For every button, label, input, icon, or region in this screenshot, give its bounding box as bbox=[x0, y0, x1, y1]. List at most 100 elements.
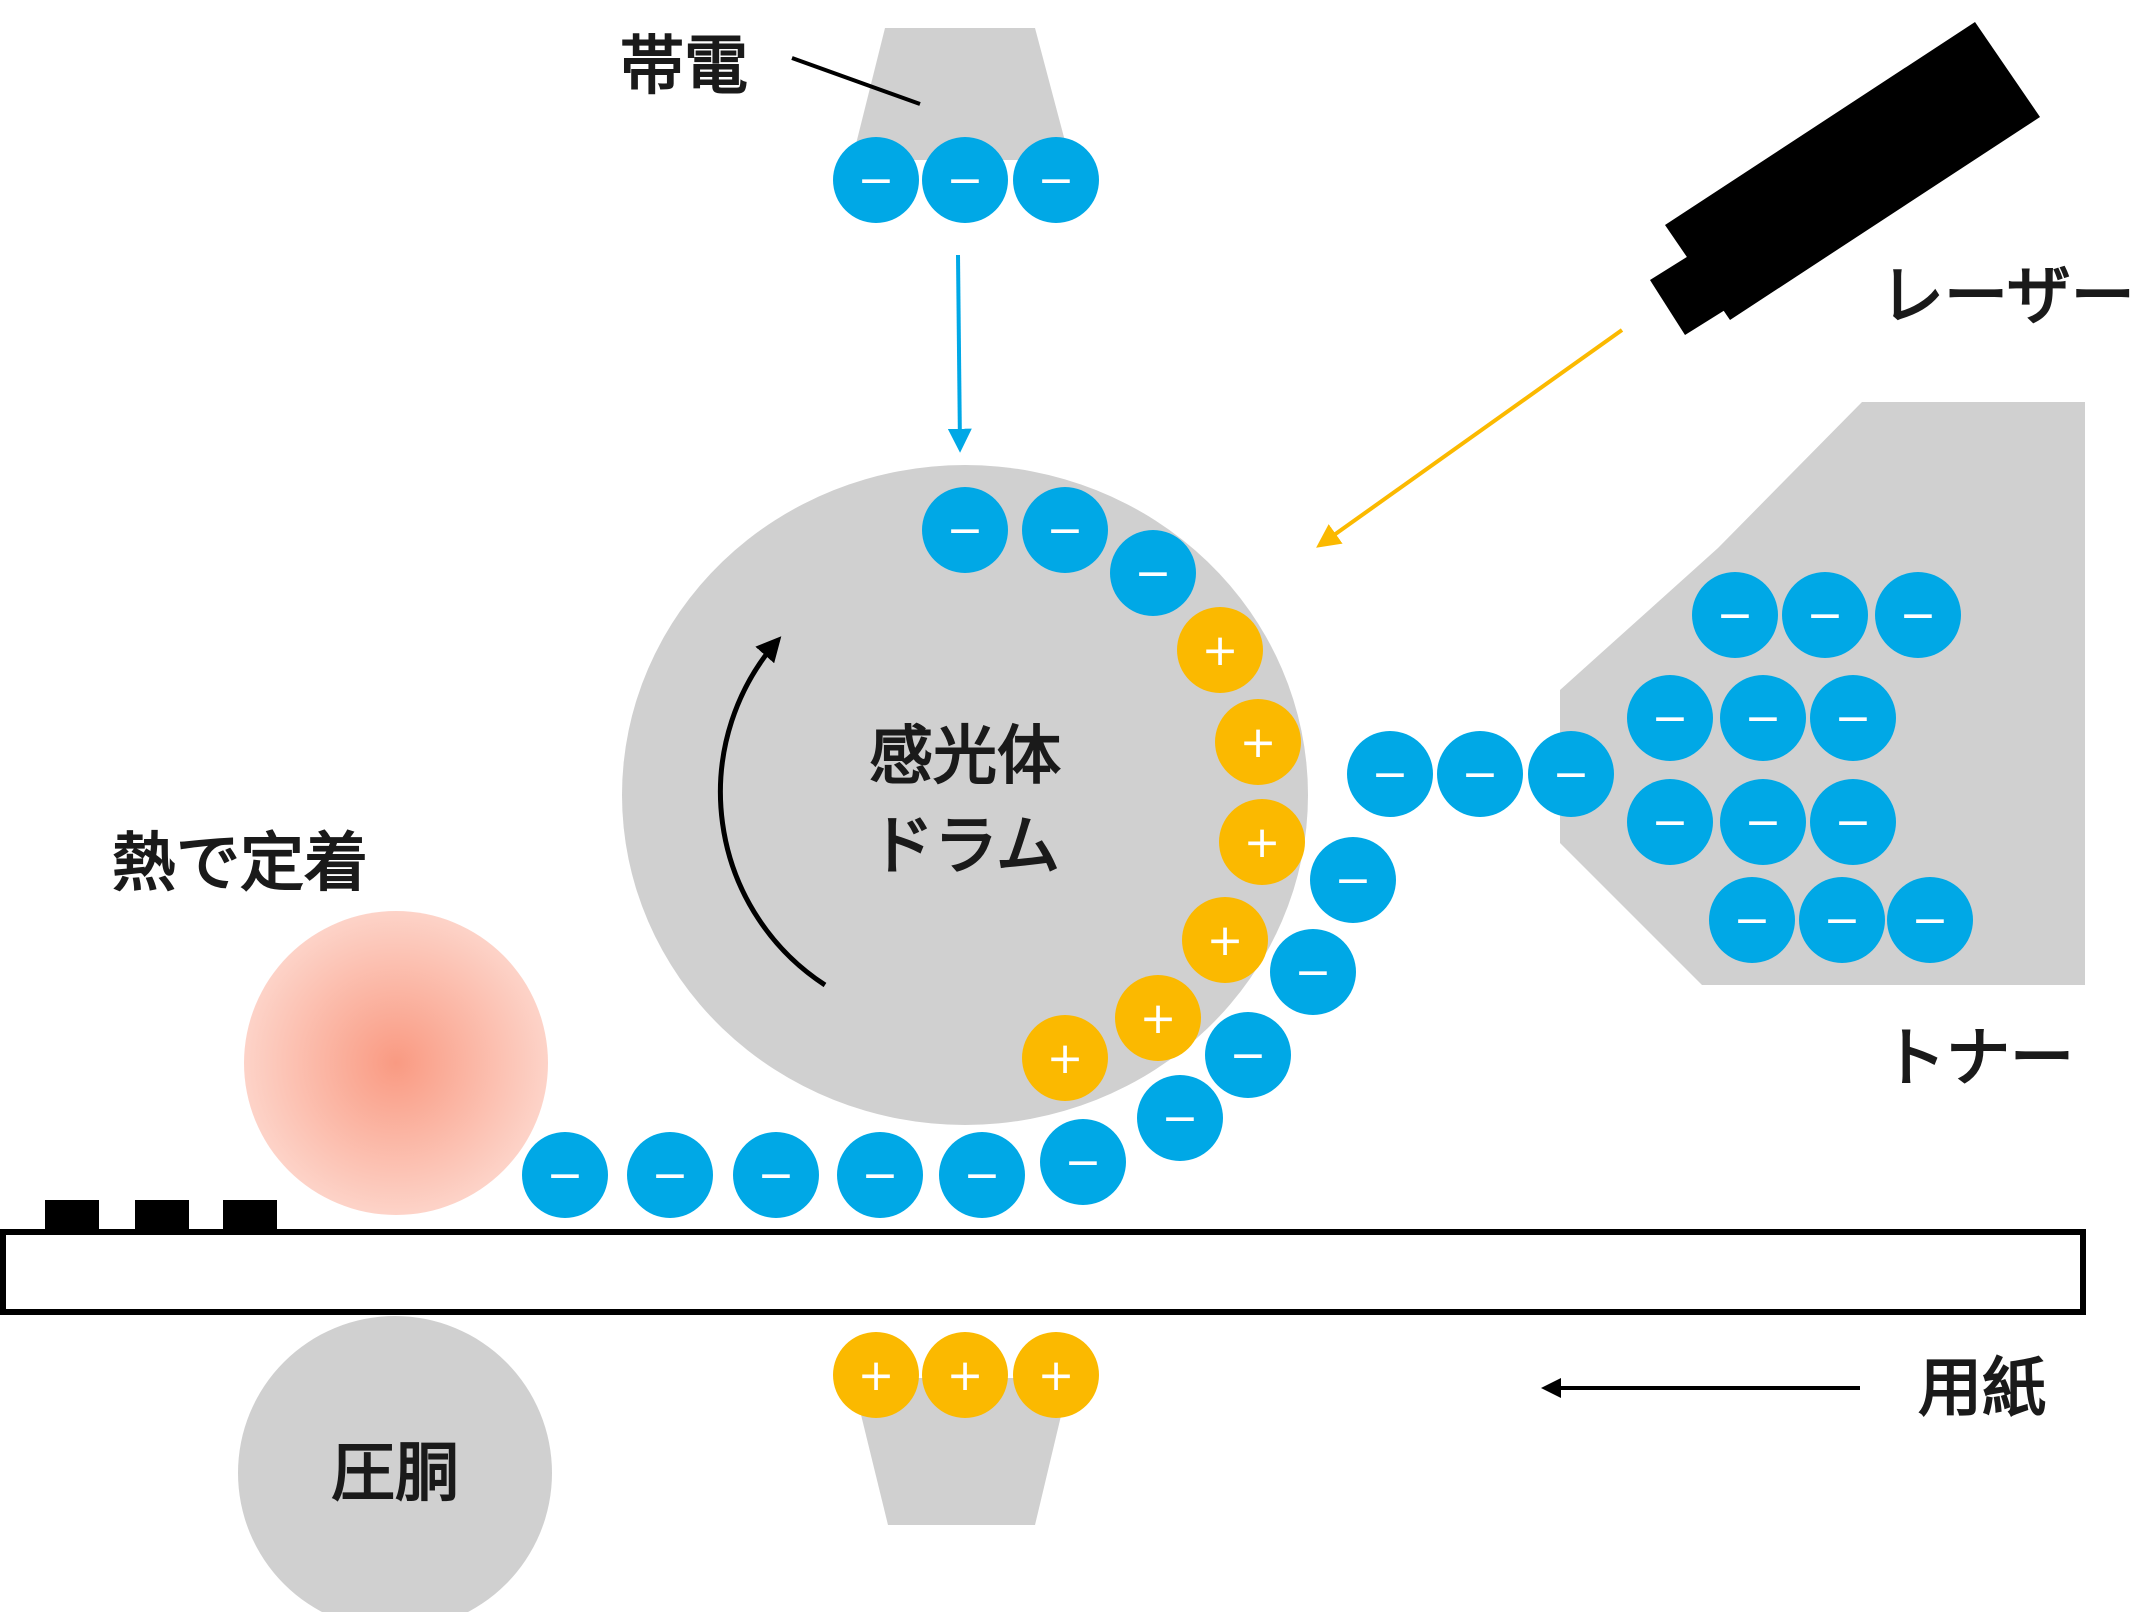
negative-sign: − bbox=[947, 505, 984, 556]
negative-sign: − bbox=[1038, 155, 1075, 206]
negative-charge-particle bbox=[1627, 675, 1713, 761]
positive-sign: + bbox=[1202, 625, 1239, 676]
fixed-toner-mark bbox=[135, 1200, 189, 1234]
negative-sign: − bbox=[1372, 749, 1409, 800]
charger-leader-line bbox=[791, 56, 921, 106]
negative-sign: − bbox=[1835, 693, 1872, 744]
negative-charge-particle bbox=[1875, 572, 1961, 658]
negative-sign: − bbox=[1745, 693, 1782, 744]
negative-sign: − bbox=[1652, 693, 1689, 744]
negative-sign: − bbox=[547, 1150, 584, 1201]
positive-sign: + bbox=[1244, 817, 1281, 868]
negative-sign: − bbox=[758, 1150, 795, 1201]
negative-charge-particle bbox=[1347, 731, 1433, 817]
positive-sign: + bbox=[858, 1350, 895, 1401]
negative-charge-particle bbox=[1799, 877, 1885, 963]
toner-label: トナー bbox=[1882, 1022, 2074, 1096]
drum-rotation-arrow bbox=[718, 636, 827, 988]
negative-sign: − bbox=[1295, 947, 1332, 998]
positive-charge-particle bbox=[922, 1332, 1008, 1418]
negative-sign: − bbox=[1553, 749, 1590, 800]
negative-charge-particle bbox=[627, 1132, 713, 1218]
positive-sign: + bbox=[1038, 1350, 1075, 1401]
negative-charge-particle bbox=[733, 1132, 819, 1218]
negative-sign: − bbox=[1734, 895, 1771, 946]
negative-charge-particle bbox=[1270, 929, 1356, 1015]
negative-sign: − bbox=[1824, 895, 1861, 946]
charging-arrow bbox=[947, 254, 972, 453]
positive-charge-particle bbox=[1177, 607, 1263, 693]
negative-sign: − bbox=[1652, 797, 1689, 848]
negative-sign: − bbox=[947, 155, 984, 206]
negative-charge-particle bbox=[922, 487, 1008, 573]
negative-sign: − bbox=[1835, 797, 1872, 848]
negative-charge-particle bbox=[1887, 877, 1973, 963]
positive-charge-particle bbox=[1022, 1015, 1108, 1101]
negative-sign: − bbox=[964, 1150, 1001, 1201]
fixing-label: 熱で定着 bbox=[112, 827, 368, 901]
negative-charge-particle bbox=[939, 1132, 1025, 1218]
drum-label-line2: ドラム bbox=[870, 810, 1060, 884]
negative-charge-particle bbox=[1720, 675, 1806, 761]
charge-particles: −−−−−−++++++−−−−−−−−−−−−−−−−−−−−−−−−−+++ bbox=[522, 137, 1973, 1418]
positive-sign: + bbox=[1240, 717, 1277, 768]
negative-charge-particle bbox=[1709, 877, 1795, 963]
negative-charge-particle bbox=[922, 137, 1008, 223]
drum-label-line1: 感光体 bbox=[869, 720, 1061, 794]
negative-sign: − bbox=[1912, 895, 1949, 946]
negative-sign: − bbox=[1230, 1030, 1267, 1081]
negative-charge-particle bbox=[833, 137, 919, 223]
negative-sign: − bbox=[1462, 749, 1499, 800]
negative-charge-particle bbox=[522, 1132, 608, 1218]
negative-sign: − bbox=[1135, 548, 1172, 599]
positive-charge-particle bbox=[833, 1332, 919, 1418]
positive-charge-particle bbox=[1219, 799, 1305, 885]
charger-housing bbox=[852, 28, 1070, 160]
press-cylinder bbox=[238, 1316, 552, 1612]
press-cylinder-label: 圧胴 bbox=[331, 1437, 459, 1511]
positive-sign: + bbox=[1047, 1033, 1084, 1084]
negative-sign: − bbox=[1807, 590, 1844, 641]
negative-charge-particle bbox=[1720, 779, 1806, 865]
negative-sign: − bbox=[652, 1150, 689, 1201]
positive-sign: + bbox=[1140, 993, 1177, 1044]
negative-charge-particle bbox=[1782, 572, 1868, 658]
negative-sign: − bbox=[1717, 590, 1754, 641]
negative-charge-particle bbox=[1137, 1075, 1223, 1161]
negative-sign: − bbox=[1900, 590, 1937, 641]
negative-sign: − bbox=[858, 155, 895, 206]
negative-charge-particle bbox=[1810, 675, 1896, 761]
negative-charge-particle bbox=[1437, 731, 1523, 817]
laser-body bbox=[1665, 22, 2040, 320]
negative-charge-particle bbox=[1040, 1119, 1126, 1205]
positive-charge-particle bbox=[1115, 975, 1201, 1061]
negative-charge-particle bbox=[1528, 731, 1614, 817]
negative-sign: − bbox=[1745, 797, 1782, 848]
heat-fixing-roller bbox=[244, 911, 548, 1215]
positive-sign: + bbox=[947, 1350, 984, 1401]
negative-charge-particle bbox=[837, 1132, 923, 1218]
transfer-housing bbox=[852, 1378, 1070, 1525]
negative-charge-particle bbox=[1692, 572, 1778, 658]
positive-charge-particle bbox=[1215, 699, 1301, 785]
negative-charge-particle bbox=[1627, 779, 1713, 865]
laser-nozzle bbox=[1650, 255, 1725, 335]
positive-charge-particle bbox=[1013, 1332, 1099, 1418]
negative-sign: − bbox=[862, 1150, 899, 1201]
paper-sheet bbox=[0, 1229, 2086, 1315]
negative-charge-particle bbox=[1810, 779, 1896, 865]
negative-sign: − bbox=[1065, 1137, 1102, 1188]
laser-beam bbox=[1316, 328, 1624, 548]
laser-label: レーザー bbox=[1880, 260, 2135, 334]
negative-charge-particle bbox=[1310, 837, 1396, 923]
positive-charge-particle bbox=[1182, 897, 1268, 983]
positive-sign: + bbox=[1207, 915, 1244, 966]
charging-label: 帯電 bbox=[620, 30, 748, 104]
fixed-toner-mark bbox=[45, 1200, 99, 1234]
negative-charge-particle bbox=[1205, 1012, 1291, 1098]
negative-sign: − bbox=[1335, 855, 1372, 906]
negative-sign: − bbox=[1162, 1093, 1199, 1144]
negative-sign: − bbox=[1047, 505, 1084, 556]
negative-charge-particle bbox=[1022, 487, 1108, 573]
